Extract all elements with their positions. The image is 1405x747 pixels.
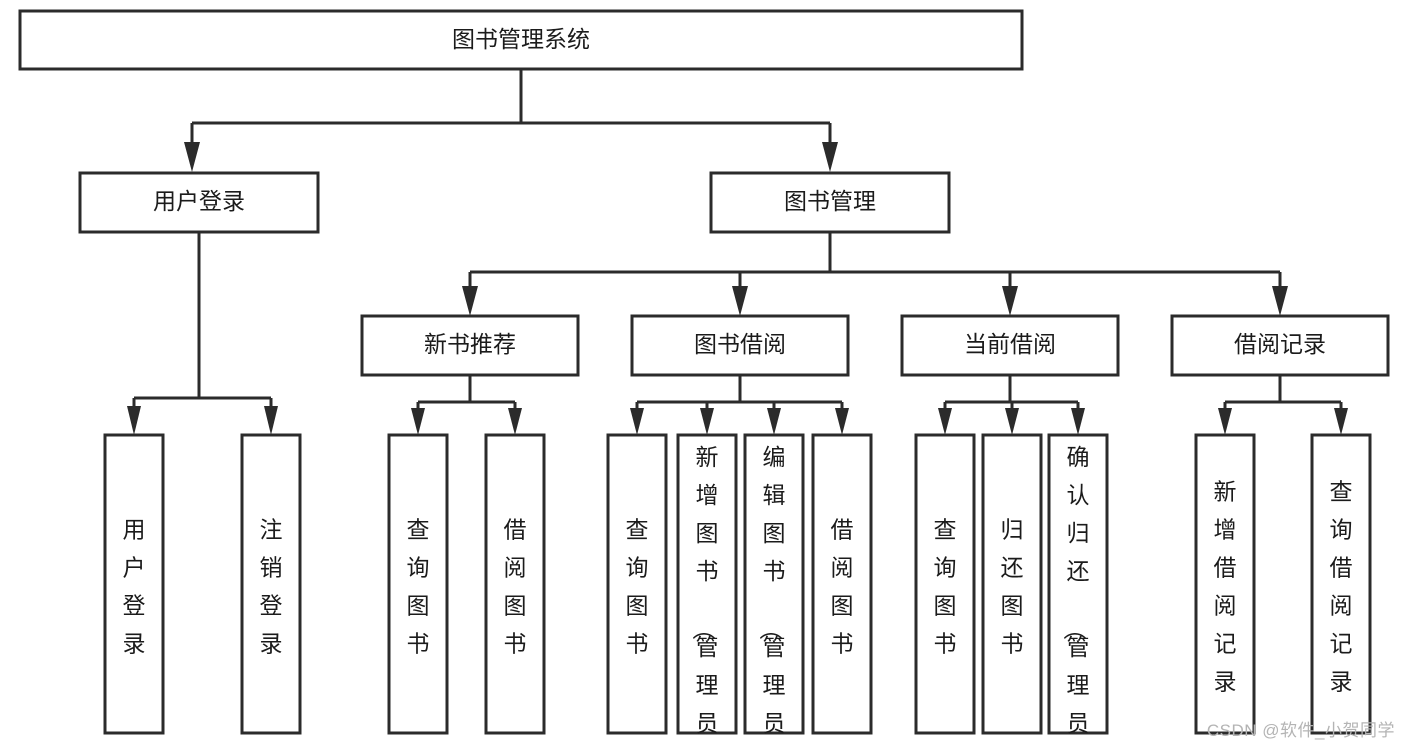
leaf-query-book-1-label: 查询图书 [407, 517, 430, 657]
node-book-management-box[interactable] [709, 171, 951, 234]
leaf-query-book-2-box[interactable] [606, 433, 668, 735]
leaf-borrow-book-2[interactable]: 借阅图书 [811, 433, 873, 735]
node-root[interactable]: 图书管理系统 [18, 9, 1024, 71]
node-current-borrow-box[interactable] [900, 314, 1120, 377]
leaf-confirm-return-label: 确认归还（管理员） [1062, 444, 1090, 747]
leaf-return-book[interactable]: 归还图书 [981, 433, 1043, 735]
arrow-head-leaf-borrow-book-1 [508, 408, 522, 435]
leaf-confirm-return-box[interactable] [1047, 433, 1109, 735]
arrow-head-new-book-recommend [462, 286, 478, 316]
node-user-login-box[interactable] [78, 171, 320, 234]
node-current-borrow-label: 当前借阅 [964, 331, 1056, 357]
leaf-add-record-box[interactable] [1194, 433, 1256, 735]
leaf-query-book-3[interactable]: 查询图书 [914, 433, 976, 735]
node-new-book-recommend-label: 新书推荐 [424, 331, 516, 357]
arrow-head-leaf-borrow-book-2 [835, 408, 849, 435]
node-root-label: 图书管理系统 [452, 26, 590, 52]
arrow-head-leaf-query-book-3 [938, 408, 952, 435]
connectors-book-management-to-level3 [462, 232, 1288, 316]
arrow-head-leaf-add-book [700, 408, 714, 435]
leaf-confirm-return[interactable]: 确认归还（管理员） [1047, 433, 1109, 747]
leaf-query-book-1[interactable]: 查询图书 [387, 433, 449, 735]
leaf-borrow-book-1[interactable]: 借阅图书 [484, 433, 546, 735]
arrow-head-user-login [184, 142, 200, 172]
node-book-borrow-box[interactable] [630, 314, 850, 377]
connectors-book-borrow-to-leaves [630, 375, 849, 435]
leaf-logout[interactable]: 注销登录 [240, 433, 302, 735]
arrow-head-leaf-query-book-2 [630, 408, 644, 435]
leaf-query-book-3-box[interactable] [914, 433, 976, 735]
node-current-borrow[interactable]: 当前借阅 [900, 314, 1120, 377]
arrow-head-leaf-query-book-1 [411, 408, 425, 435]
leaf-query-record-box[interactable] [1310, 433, 1372, 735]
leaf-add-book-box[interactable] [676, 433, 738, 735]
leaf-borrow-book-2-box[interactable] [811, 433, 873, 735]
leaf-borrow-book-2-label: 借阅图书 [831, 517, 854, 657]
arrow-head-leaf-edit-book [767, 408, 781, 435]
leaf-edit-book-label: 编辑图书（管理员） [758, 444, 786, 747]
csdn-watermark: CSDN @软件_小贺同学 [1206, 721, 1395, 740]
leaf-return-book-label: 归还图书 [1001, 517, 1024, 657]
node-borrow-record-label: 借阅记录 [1234, 331, 1326, 357]
arrow-head-book-borrow [732, 286, 748, 316]
leaf-borrow-book-1-box[interactable] [484, 433, 546, 735]
leaf-add-book[interactable]: 新增图书（管理员） [676, 433, 738, 747]
node-new-book-recommend[interactable]: 新书推荐 [360, 314, 580, 377]
node-user-login-label: 用户登录 [153, 188, 245, 214]
leaf-user-login-label: 用户登录 [123, 517, 146, 657]
leaf-query-book-1-box[interactable] [387, 433, 449, 735]
node-book-borrow[interactable]: 图书借阅 [630, 314, 850, 377]
arrow-head-leaf-logout [264, 406, 278, 435]
arrow-head-leaf-return-book [1005, 408, 1019, 435]
arrow-head-book-management [822, 142, 838, 172]
leaf-add-book-label: 新增图书（管理员） [691, 444, 719, 747]
node-new-book-recommend-box[interactable] [360, 314, 580, 377]
leaf-borrow-book-1-label: 借阅图书 [504, 517, 527, 657]
node-borrow-record[interactable]: 借阅记录 [1170, 314, 1390, 377]
arrow-head-borrow-record [1272, 286, 1288, 316]
leaf-user-login-box[interactable] [103, 433, 165, 735]
node-book-management-label: 图书管理 [784, 188, 876, 214]
leaf-query-book-2[interactable]: 查询图书 [606, 433, 668, 735]
leaf-edit-book[interactable]: 编辑图书（管理员） [743, 433, 805, 747]
connectors-user-login-to-leaves [127, 232, 278, 435]
connectors-new-book-recommend-to-leaves [411, 375, 522, 435]
arrow-head-current-borrow [1002, 286, 1018, 316]
leaf-query-book-3-label: 查询图书 [934, 517, 957, 657]
leaf-query-book-2-label: 查询图书 [626, 517, 649, 657]
leaf-add-record-label: 新增借阅记录 [1214, 479, 1237, 695]
node-book-management[interactable]: 图书管理 [709, 171, 951, 234]
node-root-box[interactable] [18, 9, 1024, 71]
leaf-return-book-box[interactable] [981, 433, 1043, 735]
leaf-edit-book-box[interactable] [743, 433, 805, 735]
connectors-root-to-level2 [184, 69, 838, 172]
node-book-borrow-label: 图书借阅 [694, 331, 786, 357]
arrow-head-leaf-query-record [1334, 408, 1348, 435]
arrow-head-leaf-add-record [1218, 408, 1232, 435]
arrow-head-leaf-confirm-return [1071, 408, 1085, 435]
connectors-borrow-record-to-leaves [1218, 375, 1348, 435]
node-borrow-record-box[interactable] [1170, 314, 1390, 377]
leaf-user-login[interactable]: 用户登录 [103, 433, 165, 735]
connectors-current-borrow-to-leaves [938, 375, 1085, 435]
leaf-query-record-label: 查询借阅记录 [1330, 479, 1353, 695]
leaf-add-record[interactable]: 新增借阅记录 [1194, 433, 1256, 735]
leaf-logout-box[interactable] [240, 433, 302, 735]
arrow-head-leaf-user-login [127, 406, 141, 435]
leaf-query-record[interactable]: 查询借阅记录 [1310, 433, 1372, 735]
node-user-login[interactable]: 用户登录 [78, 171, 320, 234]
leaf-logout-label: 注销登录 [260, 517, 283, 657]
